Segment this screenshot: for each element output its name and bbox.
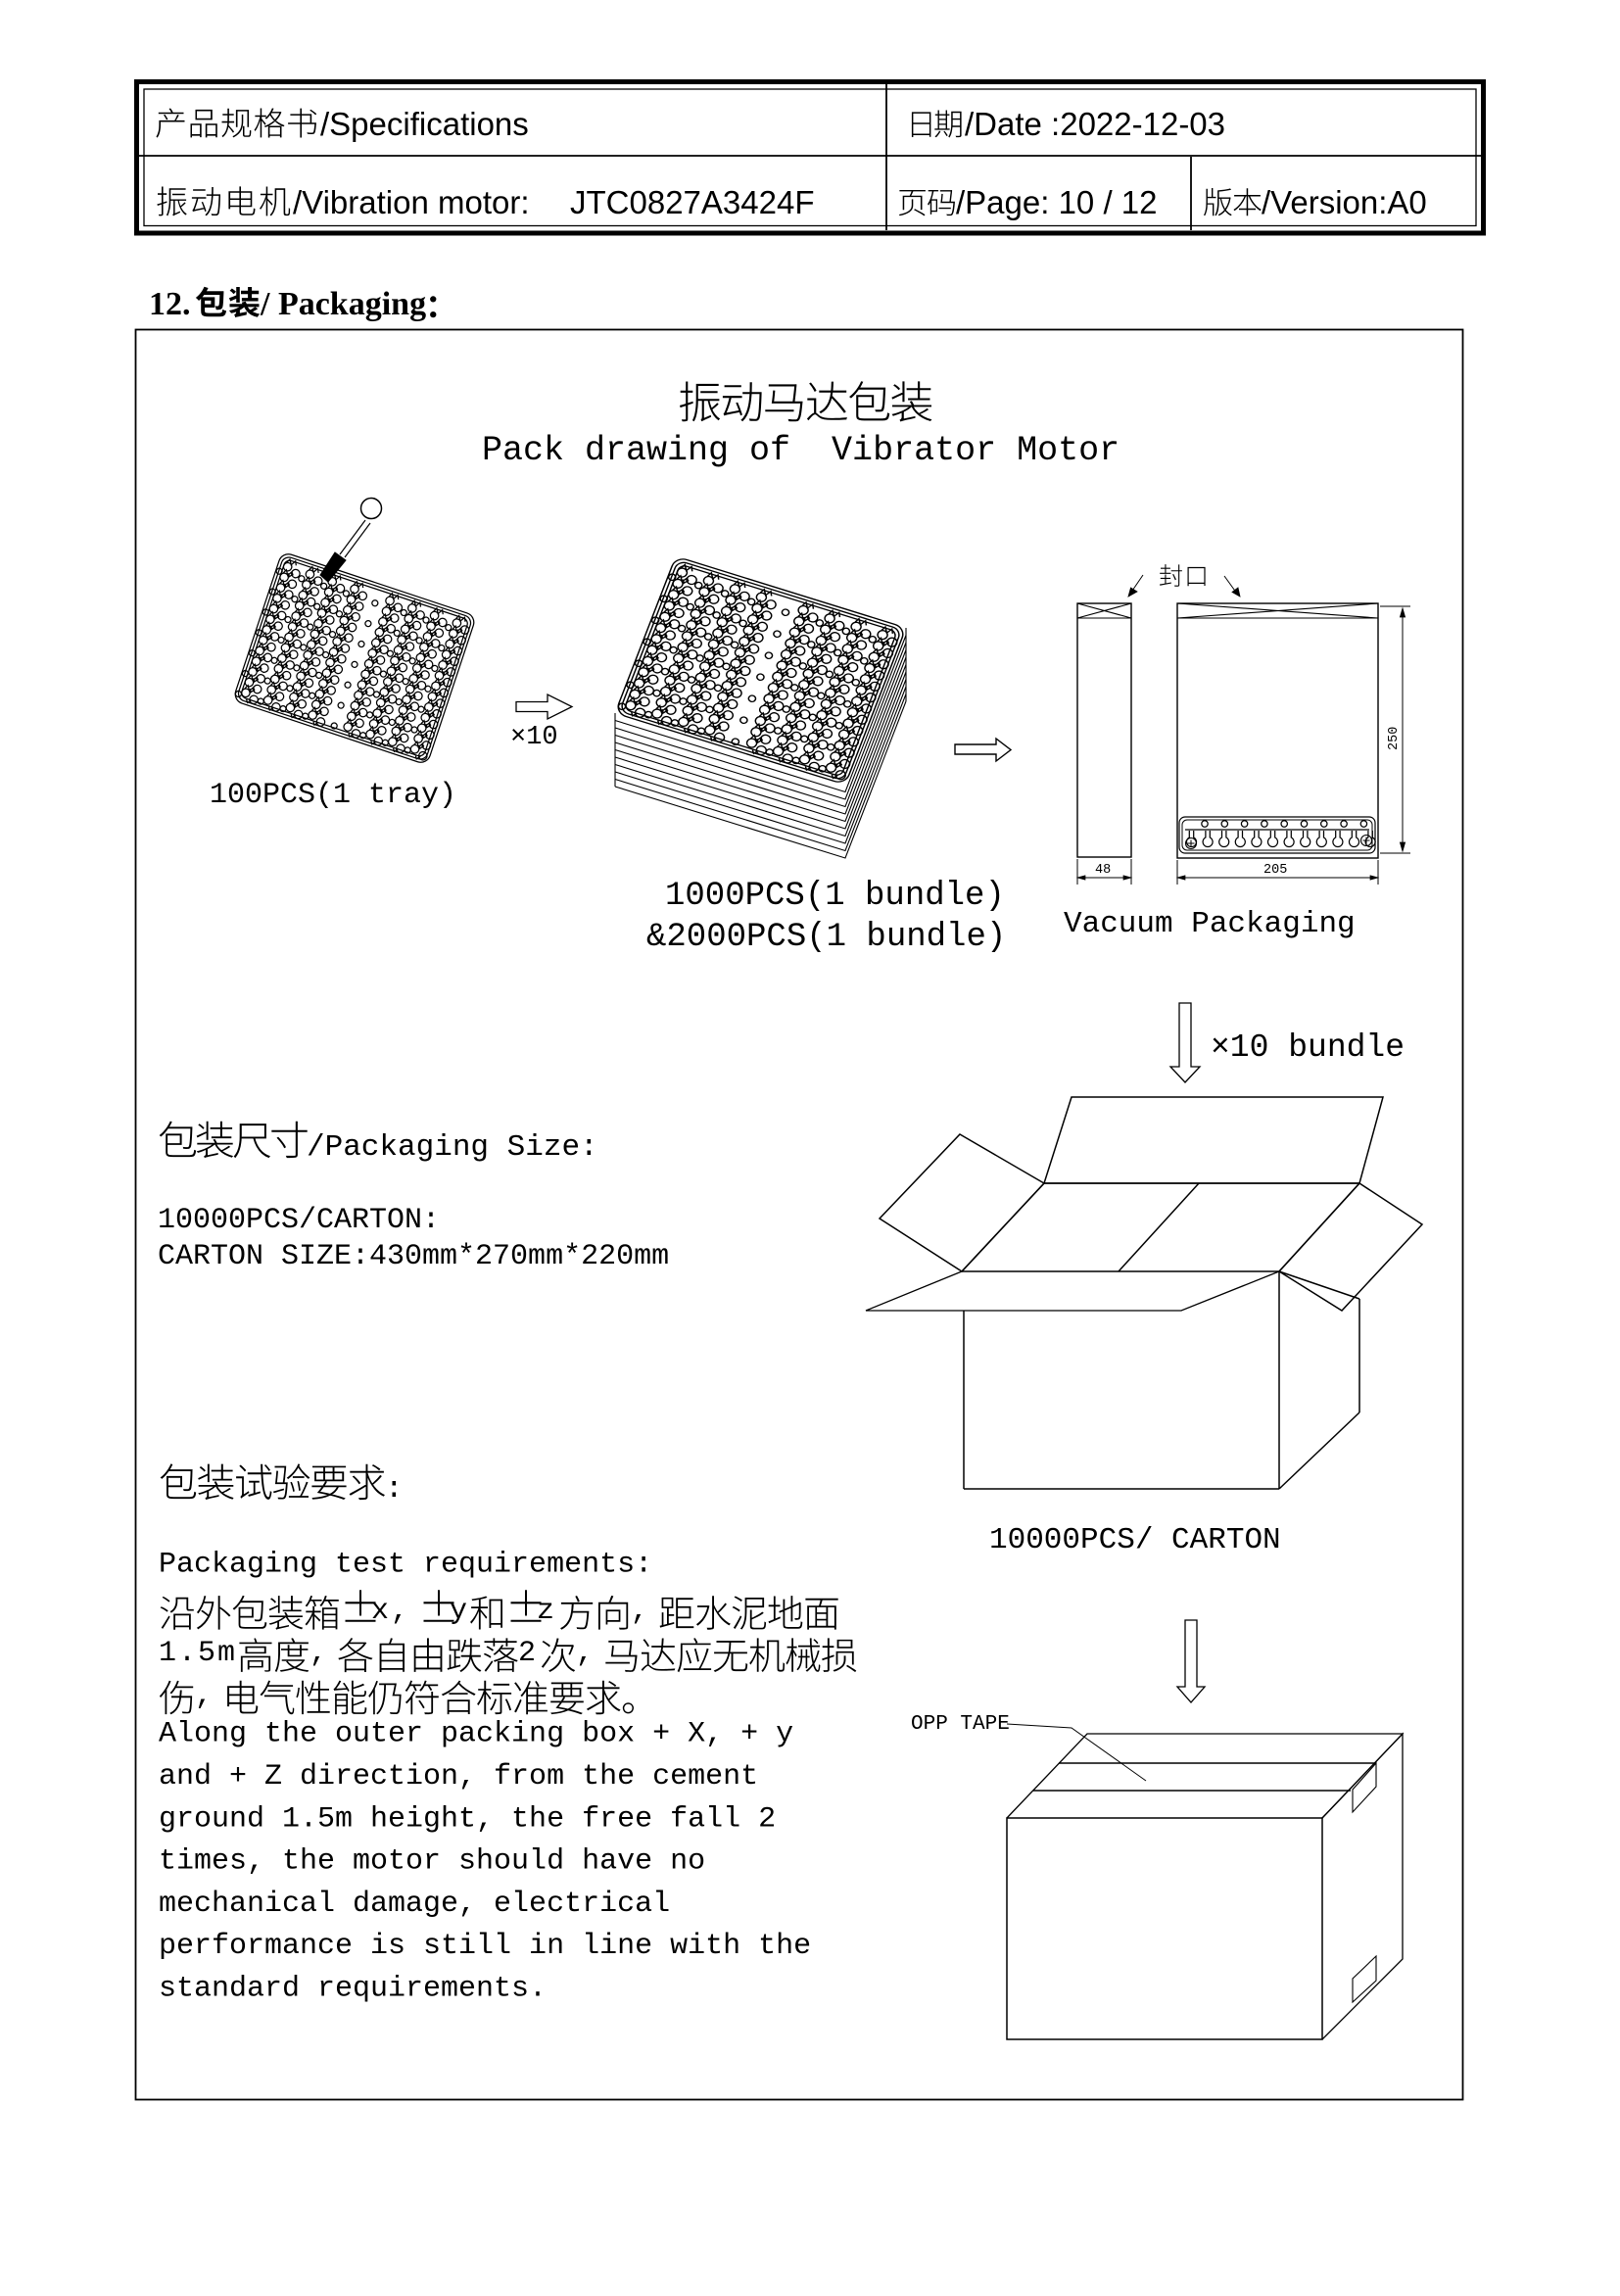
svg-text:/Packaging Size:: /Packaging Size: [307, 1130, 598, 1165]
svg-text:z: z [537, 1595, 556, 1628]
svg-text:Packaging test requirements:: Packaging test requirements: [159, 1549, 652, 1582]
svg-text:y: y [450, 1595, 469, 1628]
svg-text:Vacuum Packaging: Vacuum Packaging [1064, 907, 1356, 941]
svg-text:,: , [576, 1637, 596, 1670]
svg-text:Along the outer packing box +: Along the outer packing box + X, + y [159, 1718, 793, 1751]
svg-text:/Date :2022-12-03: /Date :2022-12-03 [965, 106, 1225, 142]
svg-text:ground 1.5m height, the free f: ground 1.5m height, the free fall 2 [159, 1802, 776, 1836]
svg-text:×10: ×10 [510, 723, 558, 752]
svg-text:48: 48 [1095, 863, 1111, 878]
svg-text:1.5m: 1.5m [159, 1637, 237, 1670]
svg-text:times, the motor should have n: times, the motor should have no [159, 1845, 705, 1879]
svg-text:x,: x, [371, 1595, 410, 1628]
svg-text:JTC0827A3424F: JTC0827A3424F [570, 184, 814, 220]
svg-text:and + Z direction, from the ce: and + Z direction, from the cement [159, 1760, 758, 1794]
svg-text:10000PCS/ CARTON: 10000PCS/ CARTON [989, 1523, 1281, 1557]
svg-text:,: , [195, 1679, 214, 1712]
svg-text:250: 250 [1387, 727, 1402, 750]
svg-text:205: 205 [1263, 863, 1287, 878]
svg-text:/Page: 10 / 12: /Page: 10 / 12 [956, 184, 1158, 220]
svg-text:2: 2 [518, 1637, 538, 1670]
svg-text:,: , [310, 1637, 329, 1670]
svg-text:,: , [631, 1595, 650, 1628]
svg-text:10000PCS/CARTON:: 10000PCS/CARTON: [158, 1204, 440, 1237]
svg-text:/Specifications: /Specifications [320, 106, 529, 142]
svg-text:1000PCS(1 bundle): 1000PCS(1 bundle) [665, 878, 1005, 915]
svg-text::: : [385, 1472, 404, 1507]
svg-text:/ Packaging: / Packaging [260, 286, 426, 322]
svg-text:Pack drawing of Vibrator Moto: Pack drawing of Vibrator Motor [482, 431, 1120, 470]
svg-text:standard requirements.: standard requirements. [159, 1973, 547, 2006]
svg-text:12.: 12. [149, 286, 199, 322]
svg-text:×10 bundle: ×10 bundle [1211, 1029, 1405, 1066]
svg-text:/Version:A0: /Version:A0 [1262, 184, 1427, 220]
svg-text:performance is still in line w: performance is still in line with the [159, 1930, 811, 1963]
svg-text:CARTON SIZE:430mm*270mm*220mm: CARTON SIZE:430mm*270mm*220mm [158, 1240, 669, 1273]
svg-text:/Vibration motor:: /Vibration motor: [293, 184, 530, 220]
svg-text:OPP TAPE: OPP TAPE [911, 1713, 1010, 1736]
svg-text:100PCS(1 tray): 100PCS(1 tray) [210, 779, 456, 812]
svg-text:&2000PCS(1 bundle): &2000PCS(1 bundle) [646, 919, 1006, 956]
svg-text:mechanical damage, electrical: mechanical damage, electrical [159, 1888, 670, 1921]
